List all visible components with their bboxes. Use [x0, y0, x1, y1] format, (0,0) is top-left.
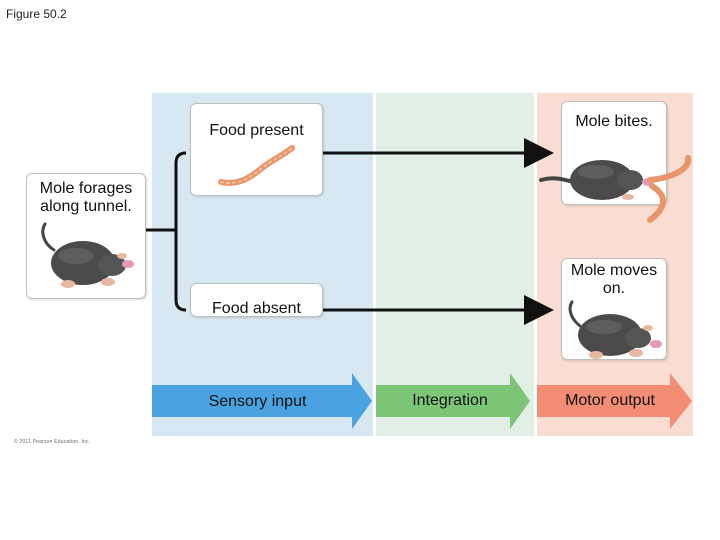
food-absent-label: Food absent [212, 300, 301, 317]
motor-output-label: Motor output [565, 392, 655, 409]
motor-arrow [537, 373, 692, 429]
figure-title: Figure 50.2 [6, 7, 67, 21]
sensory-arrow [152, 373, 372, 429]
mole-bites-label: Mole bites. [575, 113, 653, 130]
mole-forages-label: Mole forages along tunnel. [39, 180, 133, 215]
food-present-label: Food present [209, 122, 304, 139]
copyright-notice: © 2011 Pearson Education, Inc. [14, 439, 91, 445]
mole-bites-icon [539, 155, 692, 223]
food-absent-card [190, 283, 323, 317]
integration-panel [376, 93, 534, 436]
mole-forages-icon [41, 222, 134, 288]
sensory-input-label: Sensory input [208, 393, 307, 410]
integration-label: Integration [412, 392, 488, 409]
integration-arrow [376, 373, 530, 429]
mole-moves-icon [568, 300, 662, 359]
flow-connectors [146, 138, 554, 325]
connector-bracket [174, 151, 187, 312]
mole-moves-label: Mole moves on. [570, 262, 658, 297]
worm-food-present-icon [218, 145, 295, 186]
food-present-card [190, 103, 323, 196]
